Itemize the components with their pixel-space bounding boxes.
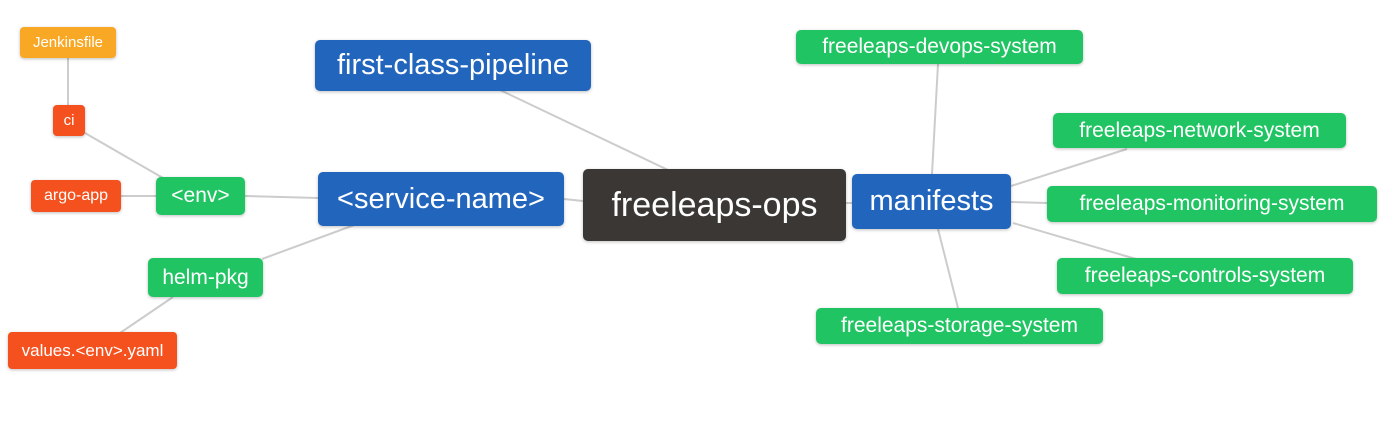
node-argo-app[interactable]: argo-app (31, 180, 121, 212)
edge-pipeline-freeleaps-ops (499, 89, 669, 171)
edge-manifests-network-system (1010, 148, 1128, 187)
node-jenkinsfile[interactable]: Jenkinsfile (20, 27, 116, 58)
edge-manifests-storage-system (937, 228, 959, 309)
node-freeleaps-monitoring-system[interactable]: freeleaps-monitoring-system (1047, 186, 1377, 222)
edge-values-helm-pkg (119, 296, 174, 334)
edge-manifests-monitoring-system (1010, 201, 1048, 204)
node-values-env-yaml[interactable]: values.<env>.yaml (8, 332, 177, 369)
edge-manifests-controls-system (1012, 222, 1137, 260)
node-freeleaps-devops-system[interactable]: freeleaps-devops-system (796, 30, 1083, 64)
edge-service-name-freeleaps-ops (563, 198, 584, 202)
node-first-class-pipeline[interactable]: first-class-pipeline (315, 40, 591, 91)
edge-manifests-devops-system (931, 63, 939, 175)
node-ci[interactable]: ci (53, 105, 85, 136)
node-freeleaps-controls-system[interactable]: freeleaps-controls-system (1057, 258, 1353, 294)
node-service-name[interactable]: <service-name> (318, 172, 564, 226)
node-freeleaps-storage-system[interactable]: freeleaps-storage-system (816, 308, 1103, 344)
edge-env-service-name (244, 195, 319, 199)
node-helm-pkg[interactable]: helm-pkg (148, 258, 263, 297)
node-freeleaps-network-system[interactable]: freeleaps-network-system (1053, 113, 1346, 148)
node-freeleaps-ops-root[interactable]: freeleaps-ops (583, 169, 846, 241)
edge-ci-env (84, 132, 164, 179)
edge-helm-pkg-service-name (261, 223, 358, 260)
node-env[interactable]: <env> (156, 177, 245, 215)
node-manifests[interactable]: manifests (852, 174, 1011, 229)
